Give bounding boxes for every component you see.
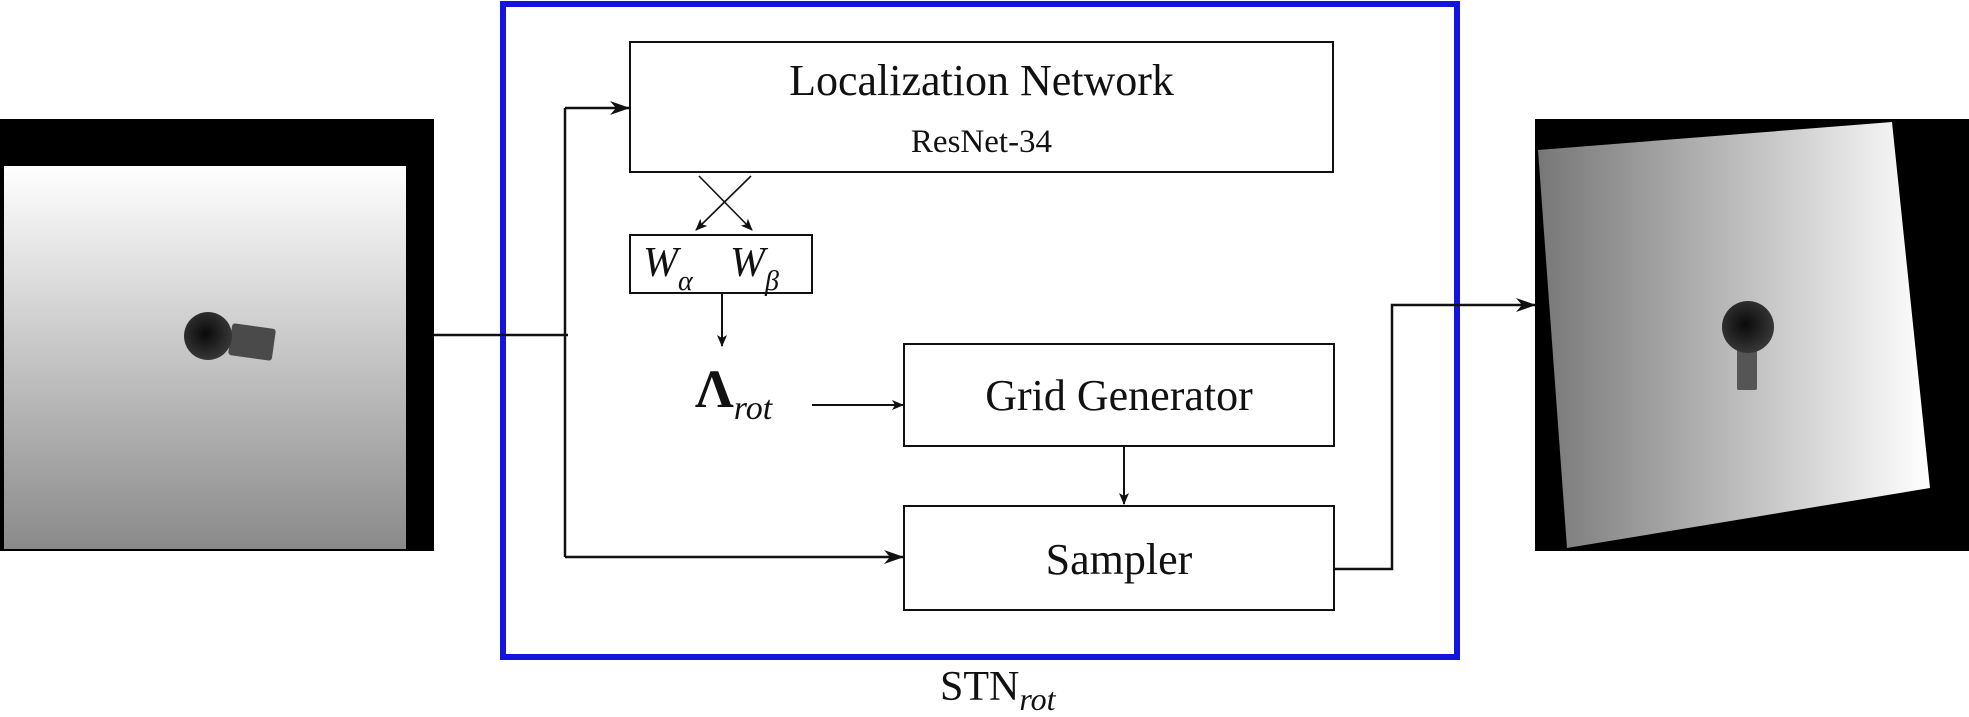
input-depth-image xyxy=(0,119,434,551)
sampler-label: Sampler xyxy=(1045,535,1193,584)
localization-network-box: Localization Network ResNet-34 xyxy=(629,41,1334,173)
weight-beta-base: W xyxy=(730,240,765,286)
stn-boundary xyxy=(500,1,1460,660)
lambda-subscript: rot xyxy=(733,390,773,427)
grid-generator-box: Grid Generator xyxy=(903,343,1335,447)
weight-alpha-base: W xyxy=(643,240,678,286)
cross-arrow-left xyxy=(695,175,752,231)
sampler-box: Sampler xyxy=(903,505,1335,611)
lambda-symbol: Λ xyxy=(695,359,734,419)
lambda-rot-label: Λrot xyxy=(695,359,772,426)
localization-network-title: Localization Network xyxy=(789,56,1174,105)
stn-caption-main: STN xyxy=(940,664,1020,710)
sampler-output-connector xyxy=(1333,303,1490,571)
weights-box: Wα Wβ xyxy=(629,234,813,296)
weight-alpha: Wα xyxy=(643,240,693,296)
output-depth-image xyxy=(1535,119,1969,551)
stn-caption: STNrot xyxy=(940,664,1056,715)
cross-arrow-right xyxy=(698,175,753,231)
grid-generator-label: Grid Generator xyxy=(985,371,1253,420)
weight-beta-sub: β xyxy=(765,266,779,297)
stn-caption-sub: rot xyxy=(1019,681,1056,717)
localization-network-subtitle: ResNet-34 xyxy=(910,124,1053,160)
weight-beta: Wβ xyxy=(730,240,779,296)
weight-alpha-sub: α xyxy=(678,266,693,297)
input-connector xyxy=(434,108,568,557)
